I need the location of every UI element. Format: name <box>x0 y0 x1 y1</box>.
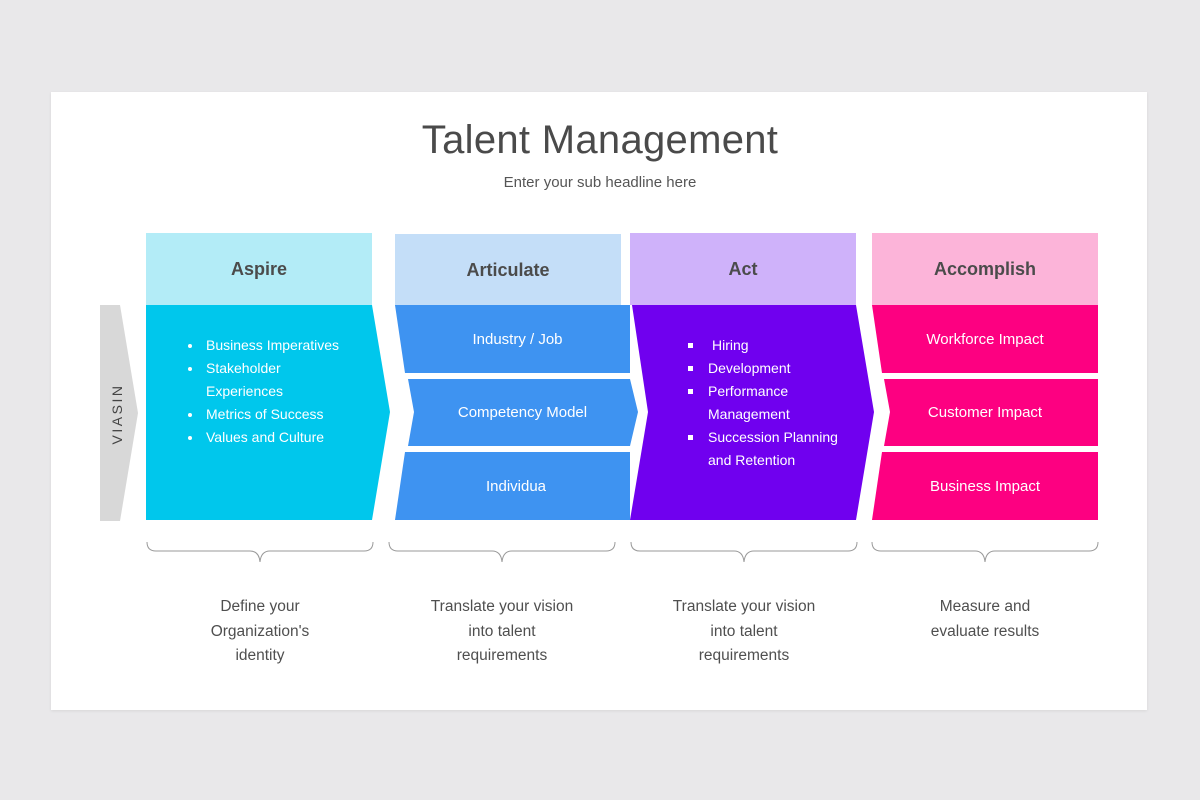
articulate-item-2: Competency Model <box>457 404 588 421</box>
stage-header-articulate: Articulate <box>395 234 621 306</box>
list-item: Stakeholder Experiences <box>186 357 316 403</box>
brace-aspire <box>146 541 374 563</box>
brace-accomplish <box>871 541 1099 563</box>
act-bullet-list: Hiring Development Performance Managemen… <box>688 334 848 472</box>
list-item: Development <box>688 357 848 380</box>
articulate-row-2-shape <box>408 379 638 446</box>
list-item: Performance Management <box>688 380 808 426</box>
page-title: Talent Management <box>421 118 779 162</box>
list-item: Business Imperatives <box>186 334 356 357</box>
accomplish-item-2: Customer Impact <box>927 404 1043 421</box>
accomplish-row-2-shape <box>884 379 1098 446</box>
stage-header-aspire: Aspire <box>146 233 372 305</box>
articulate-item-1: Industry / Job <box>472 330 563 348</box>
accomplish-row-1-shape <box>872 305 1098 373</box>
accomplish-row-3-shape <box>872 452 1098 520</box>
description-articulate: Translate your vision into talent requir… <box>430 598 574 664</box>
stage-header-accomplish: Accomplish <box>872 233 1098 305</box>
aspire-body-shape <box>146 305 390 520</box>
act-body-shape <box>630 305 874 520</box>
description-accomplish: Measure and evaluate results <box>930 598 1040 640</box>
accomplish-item-3: Business Impact <box>929 477 1041 495</box>
list-item: Metrics of Success <box>186 403 356 426</box>
articulate-row-1-shape <box>395 305 630 373</box>
brace-act <box>630 541 858 563</box>
accomplish-item-1: Workforce Impact <box>926 330 1044 348</box>
articulate-item-3: Individua <box>485 477 547 495</box>
articulate-row-3-shape <box>395 452 630 520</box>
side-arrow-shape <box>100 305 138 521</box>
stage-header-act: Act <box>630 233 856 305</box>
list-item: Values and Culture <box>186 426 356 449</box>
description-act: Translate your vision into talent requir… <box>672 598 816 664</box>
list-item: Succession Planning and Retention <box>688 426 848 472</box>
list-item: Hiring <box>688 334 848 357</box>
description-aspire: Define your Organization's identity <box>210 598 310 664</box>
aspire-bullet-list: Business Imperatives Stakeholder Experie… <box>186 334 356 449</box>
page-subtitle: Enter your sub headline here <box>503 174 697 191</box>
brace-articulate <box>388 541 616 563</box>
